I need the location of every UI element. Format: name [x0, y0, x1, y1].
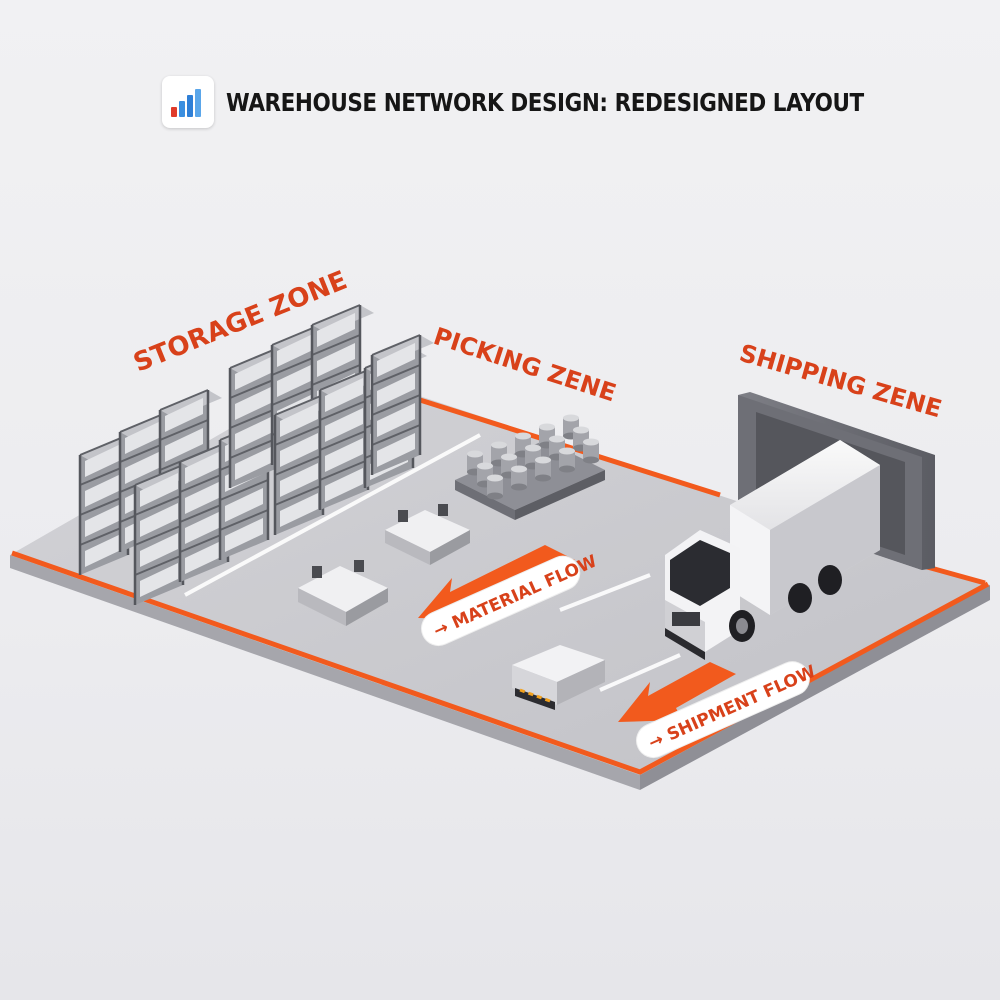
agv-cart — [512, 645, 605, 710]
picking-zone-label: PICKING ZENE — [430, 322, 619, 407]
rack-unit — [370, 334, 434, 475]
storage-racks — [78, 304, 434, 605]
rack-unit — [318, 369, 382, 510]
drum — [559, 447, 575, 473]
rack-unit — [228, 347, 292, 488]
drum — [583, 438, 599, 464]
drum — [487, 474, 503, 500]
workstation-desk — [298, 560, 388, 626]
page-title: WAREHOUSE NETWORK DESIGN: REDESIGNED LAY… — [226, 87, 864, 117]
drum — [535, 456, 551, 482]
delivery-truck — [665, 440, 880, 660]
picking-station — [455, 414, 605, 520]
header: WAREHOUSE NETWORK DESIGN: REDESIGNED LAY… — [162, 76, 968, 128]
bar-chart-icon — [162, 76, 214, 128]
drum — [511, 465, 527, 491]
workstation-desk — [385, 504, 470, 565]
